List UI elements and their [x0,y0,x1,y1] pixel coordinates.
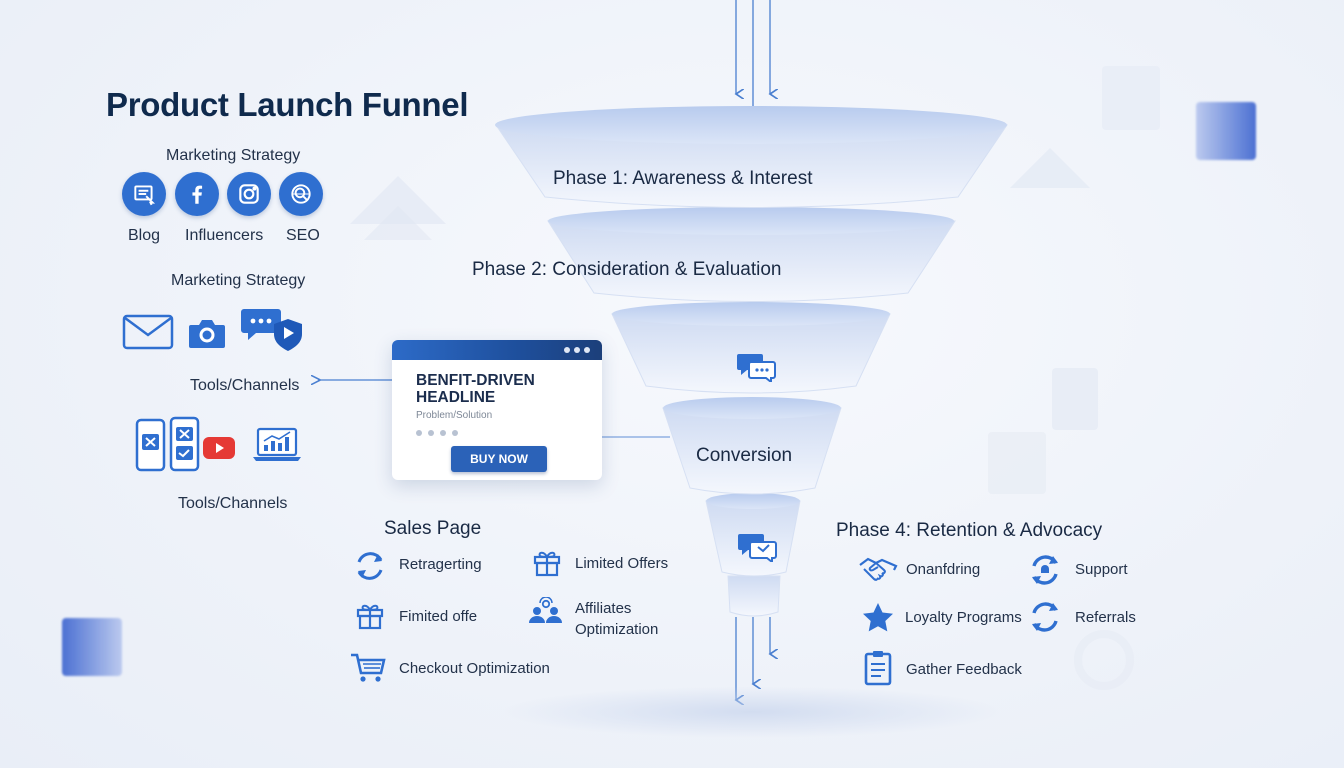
funnel-tier-3 [611,302,891,394]
support-icon [1032,555,1058,585]
funnel-tier-4 [662,397,842,495]
phase2-label: Phase 2: Consideration & Evaluation [472,259,782,280]
carousel-dots [416,430,458,436]
gift-icon [356,604,384,630]
page-title: Product Launch Funnel [106,86,469,123]
cart-icon [351,653,386,682]
funnel-tier-1 [495,106,1008,208]
conversion-label: Conversion [696,445,793,466]
funnel-tier-2 [547,207,956,302]
phase4-heading: Phase 4: Retention & Advocacy [836,520,1103,541]
star-icon [863,603,893,632]
marketing-strategy-heading-2: Marketing Strategy [171,272,306,289]
decor-square-left [62,618,122,676]
chat-bubbles-icon [738,534,777,562]
influencers-label: Influencers [185,227,264,244]
chat-bubbles-icon [737,354,776,382]
youtube-icon[interactable] [202,436,236,460]
fimited-offe-label: Fimited offe [399,608,478,625]
sales-page-heading: Sales Page [384,518,482,539]
instagram-icon[interactable] [227,172,271,216]
retargeting-label: Retragerting [399,556,482,573]
window-dot [564,347,570,353]
limited-offers-label: Limited Offers [575,555,669,572]
blog-label: Blog [128,227,161,244]
clipboard-icon [864,651,892,686]
refresh-icon [1032,602,1058,632]
card-subtext: Problem/Solution [416,410,493,421]
retargeting-icon [357,552,383,580]
affiliates-optimization-label: Affiliates Optimization [575,600,659,638]
decor-square-mid2 [988,432,1046,494]
affiliates-icon [529,597,562,623]
chat-shield-icon[interactable] [240,305,306,353]
onboarding-label: Onanfdring [906,561,981,578]
landing-page-card: BENFIT-DRIVEN HEADLINE Problem/Solution … [392,340,602,480]
handshake-icon [859,557,898,581]
tools-channels-caption-1: Tools/Channels [190,377,300,394]
window-dot [574,347,580,353]
mail-icon[interactable] [122,313,174,351]
window-dot [584,347,590,353]
buy-now-button[interactable]: BUY NOW [451,446,547,472]
decor-square-right-faint [1102,66,1160,130]
browser-bar [392,340,602,360]
marketing-strategy-heading-1: Marketing Strategy [166,147,301,164]
camera-icon[interactable] [187,316,227,350]
seo-label: SEO [286,227,320,244]
phase1-label: Phase 1: Awareness & Interest [553,168,813,189]
decor-square-right [1196,102,1256,160]
checkout-optimization-label: Checkout Optimization [399,660,550,677]
decor-square-mid [1052,368,1098,430]
gift-icon [533,551,561,577]
card-headline: BENFIT-DRIVEN HEADLINE [416,372,535,406]
blog-icon[interactable] [122,172,166,216]
support-label: Support [1075,561,1128,578]
referrals-label: Referrals [1075,609,1136,626]
funnel-tier-6 [727,575,781,617]
tools-channels-caption-2: Tools/Channels [178,495,288,512]
gather-feedback-label: Gather Feedback [906,661,1022,678]
analytics-laptop-icon[interactable] [252,426,302,464]
mobile-app-icon[interactable] [134,416,200,474]
loyalty-programs-label: Loyalty Programs [905,609,1022,626]
facebook-icon[interactable] [175,172,219,216]
seo-icon[interactable] [279,172,323,216]
